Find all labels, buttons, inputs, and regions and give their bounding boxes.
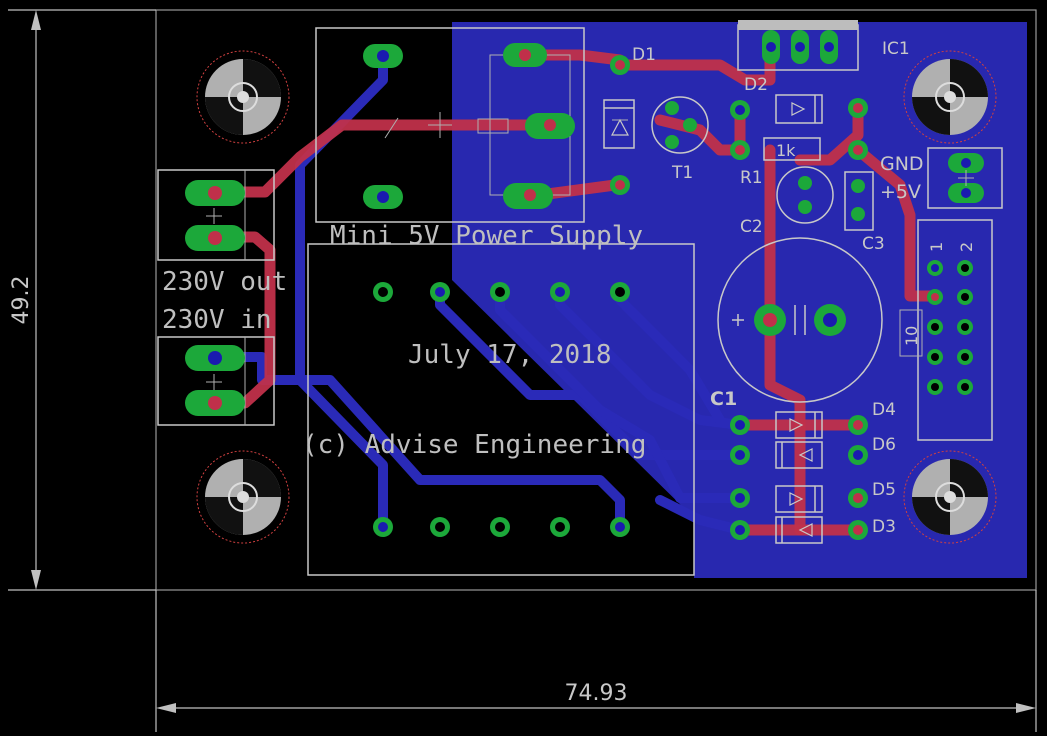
header-pin-2-label: 2: [957, 242, 976, 252]
label-d4: D4: [872, 400, 896, 420]
diode-d6: [730, 441, 868, 469]
diode-d3: [730, 516, 868, 544]
resistor-r1: [730, 137, 868, 161]
terminal-block-in: [157, 336, 275, 426]
header-pin-10-label: 10: [902, 326, 921, 346]
label-230v-out: 230V out: [162, 267, 287, 297]
board-date: July 17, 2018: [408, 340, 612, 370]
label-5v: +5V: [880, 181, 921, 203]
diode-d2: [730, 94, 868, 124]
mounting-hole-top-left: [196, 50, 290, 144]
ground-pour: [452, 22, 1027, 578]
mounting-hole-top-right: [903, 50, 997, 144]
regulator-ic1: [737, 20, 859, 71]
label-c3: C3: [862, 234, 885, 254]
header-pin-1-label: 1: [927, 242, 946, 252]
label-d5: D5: [872, 480, 896, 500]
converter-module-outline: [307, 243, 695, 576]
capacitor-c1: [717, 237, 883, 403]
bottom-copper-traces: [210, 51, 745, 535]
converter-module-pins: [373, 282, 630, 537]
height-dimension-label: 49.2: [9, 276, 34, 325]
label-230v-in: 230V in: [162, 305, 272, 335]
board-outline: [155, 9, 1037, 591]
label-d1: D1: [632, 45, 656, 65]
label-d3: D3: [872, 517, 896, 537]
label-r1-value: 1k: [776, 141, 796, 160]
capacitor-c2: [776, 166, 834, 224]
label-ic1: IC1: [882, 39, 910, 59]
capacitor-c3: [844, 171, 874, 231]
mounting-hole-bottom-right: [903, 450, 997, 544]
label-d6: D6: [872, 435, 896, 455]
diode-d5: [730, 485, 868, 513]
width-dimension-label: 74.93: [565, 681, 628, 706]
label-d2: D2: [744, 75, 768, 95]
output-connector: [927, 147, 1003, 209]
width-dimension: [155, 590, 1037, 732]
board-copyright: (c) Advise Engineering: [302, 430, 646, 460]
height-dimension: [8, 9, 156, 591]
mounting-hole-bottom-left: [196, 450, 290, 544]
diode-d4: [730, 411, 868, 439]
pin-header: [899, 219, 993, 441]
label-gnd: GND: [880, 153, 924, 175]
label-c2: C2: [740, 217, 763, 237]
label-t1: T1: [671, 163, 693, 183]
transistor-t1: [651, 96, 709, 154]
label-r1: R1: [740, 168, 763, 188]
terminal-block-out: [157, 169, 275, 261]
board-title: Mini 5V Power Supply: [330, 221, 643, 251]
label-c1: C1: [710, 388, 737, 410]
relay-pads: [363, 43, 575, 209]
diode-d1: [603, 55, 635, 195]
